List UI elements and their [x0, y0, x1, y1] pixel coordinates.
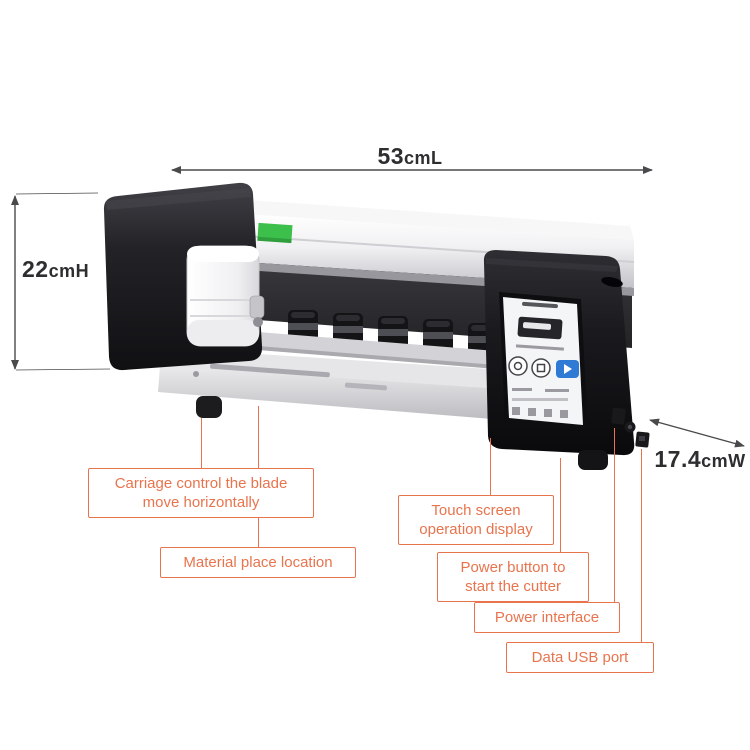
callout-power-button: Power button to start the cutter	[437, 552, 589, 602]
machine-feet	[196, 396, 608, 470]
leader-line-touchscreen	[490, 438, 491, 495]
screen-header-text	[522, 301, 558, 309]
dimension-length-label: 53cmL	[377, 143, 442, 170]
screen-power-icon	[508, 356, 528, 376]
screen-product-image	[517, 316, 563, 340]
extension-line	[15, 192, 99, 195]
dimension-height-label: 22cmH	[22, 256, 89, 283]
callout-carriage-line1: Carriage control the blade	[114, 475, 288, 492]
callout-power-interface-line1: Power interface	[494, 609, 600, 626]
callout-carriage: Carriage control the blade move horizont…	[88, 468, 314, 518]
callout-power-button-line1: Power button to	[460, 559, 566, 576]
play-icon	[564, 364, 572, 374]
length-value: 53	[377, 143, 405, 169]
callout-touchscreen: Touch screen operation display	[398, 495, 554, 545]
leader-line-power-button	[560, 458, 561, 552]
callout-touchscreen-line2: operation display	[419, 521, 533, 538]
callout-touchscreen-line1: Touch screen	[431, 502, 521, 519]
blade-carriage	[186, 245, 265, 347]
leader-line-usb-port	[641, 449, 642, 642]
screen-controls	[508, 356, 579, 378]
power-button-port	[611, 407, 626, 425]
leader-line-power-interface	[614, 428, 615, 602]
height-unit: cmH	[48, 261, 90, 281]
callout-carriage-line2: move horizontally	[142, 494, 260, 511]
engraved-text-mark	[210, 363, 330, 378]
dimension-width-label: 17.4cmW	[650, 446, 750, 473]
height-value: 22	[22, 256, 49, 282]
right-foot	[578, 450, 608, 470]
callout-material-location: Material place location	[160, 547, 356, 578]
blade-holder	[249, 295, 265, 319]
screen-bottom-icons	[512, 407, 568, 418]
pinch-roller	[423, 319, 453, 353]
left-foot	[196, 396, 222, 418]
screen-settings-icon	[531, 358, 551, 378]
engraved-text-mark	[344, 382, 387, 391]
width-unit: cmW	[701, 451, 746, 471]
callout-power-interface: Power interface	[474, 602, 620, 633]
touch-screen	[499, 292, 588, 430]
callout-material-line1: Material place location	[183, 554, 333, 571]
side-connectors	[611, 407, 650, 448]
width-value: 17.4	[654, 446, 702, 472]
blade-knob	[253, 317, 263, 327]
screen-caption-text	[515, 344, 565, 351]
green-belt-part	[257, 222, 293, 244]
brand-mark	[193, 371, 199, 377]
handle-notch	[601, 277, 623, 287]
screen-text-line	[512, 398, 568, 401]
screen-text-line	[545, 389, 569, 392]
callout-usb-line1: Data USB port	[531, 649, 629, 666]
callout-usb-port: Data USB port	[506, 642, 654, 673]
width-dimension-line	[649, 418, 745, 448]
screen-text-line	[512, 388, 532, 391]
length-unit: cmL	[404, 148, 443, 168]
callout-power-button-line2: start the cutter	[465, 578, 561, 595]
pinch-roller	[378, 316, 408, 350]
pinch-roller	[333, 313, 363, 347]
leader-line-carriage	[201, 418, 202, 468]
extension-line	[15, 368, 111, 371]
dimension-lines	[11, 166, 745, 448]
